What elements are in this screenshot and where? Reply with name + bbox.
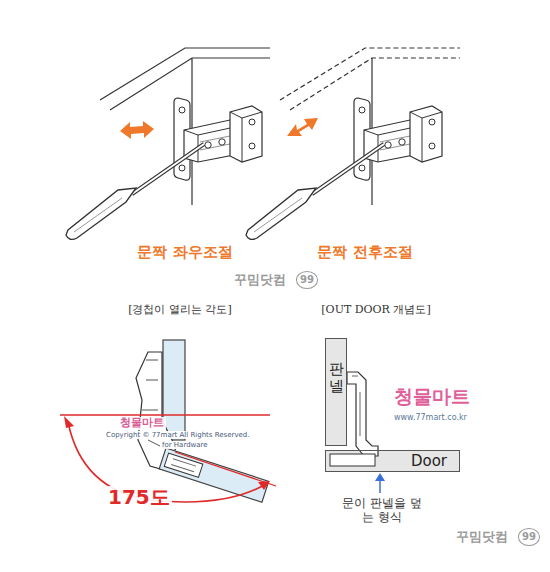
watermark: 꾸밈닷컴 bbox=[456, 530, 508, 545]
node-label: Door bbox=[411, 453, 447, 470]
watermark: for Hardware bbox=[160, 441, 210, 449]
node-label: 판넬 bbox=[329, 361, 344, 394]
watermark: 청물마트 bbox=[392, 386, 472, 408]
note-label: 문이 판넬을 덮는 형식 bbox=[340, 497, 424, 525]
caption-label: 문짝 좌우조절 bbox=[137, 244, 232, 261]
watermark: 청물마트 bbox=[118, 417, 166, 430]
panel-board: 판넬 bbox=[325, 338, 347, 446]
section-title: [OUT DOOR 개념도] bbox=[321, 304, 430, 317]
angle-label: 175도 bbox=[106, 486, 172, 509]
door-board: Door bbox=[325, 450, 460, 472]
watermark: 꾸밈닷컴 bbox=[234, 273, 286, 288]
section-title: [경첩이 열리는 각도] bbox=[128, 304, 232, 317]
watermark: Copyright © 77mart All Rights Reserved. bbox=[104, 431, 252, 439]
watermark: 99 bbox=[296, 271, 318, 289]
watermark: www.77mart.co.kr bbox=[392, 413, 469, 422]
caption-label: 문짝 전후조절 bbox=[317, 244, 412, 261]
watermark: 99 bbox=[518, 528, 540, 546]
